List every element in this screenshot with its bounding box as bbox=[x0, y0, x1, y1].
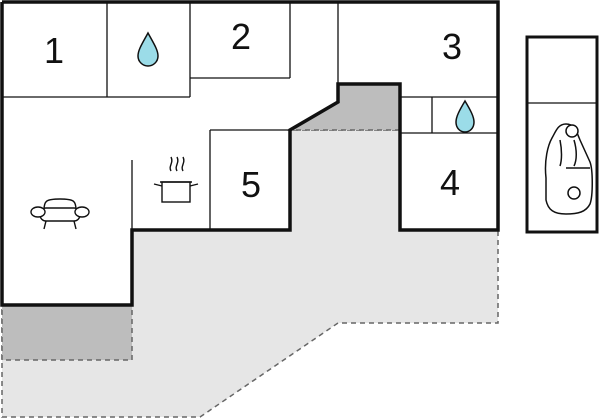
room-label-1: 1 bbox=[44, 30, 64, 71]
cooking-pot-icon bbox=[153, 156, 199, 203]
main-building-outline bbox=[0, 0, 500, 307]
covered-terrace-left bbox=[1, 304, 133, 361]
room-label-5: 5 bbox=[241, 164, 261, 205]
sofa-icon bbox=[30, 198, 90, 230]
covered-terrace-top bbox=[287, 83, 401, 131]
interior-walls bbox=[2, 2, 498, 230]
water-drop-icon bbox=[137, 31, 159, 67]
room-label-2: 2 bbox=[231, 16, 251, 57]
car-icon bbox=[544, 123, 593, 215]
room-label-3: 3 bbox=[442, 26, 462, 67]
room-label-4: 4 bbox=[440, 162, 460, 203]
exterior-walls bbox=[0, 0, 500, 307]
water-drop-icon bbox=[455, 99, 475, 133]
terrace-area bbox=[1, 83, 499, 418]
